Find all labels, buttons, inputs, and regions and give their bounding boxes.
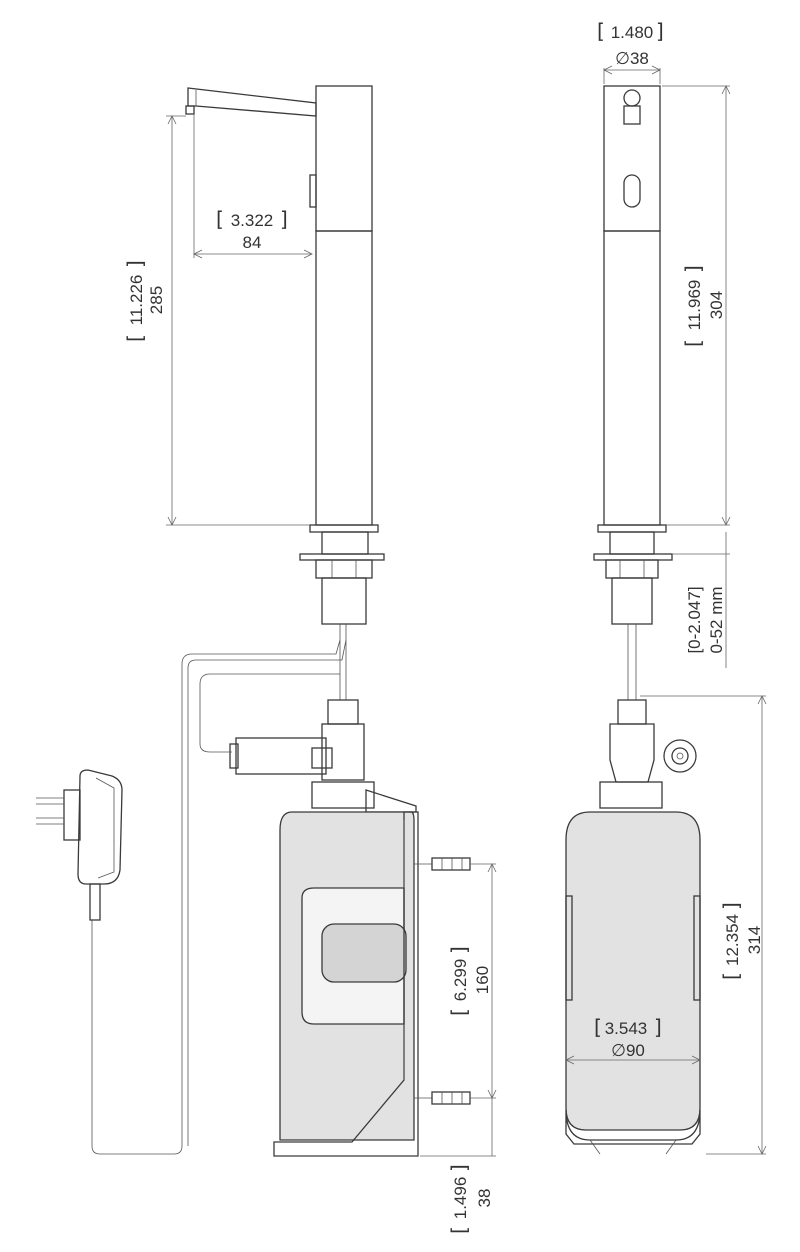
label-deck-range-mm: 0-52 mm [707,586,726,653]
label-tank-diameter-in: 3.543 [605,1019,648,1038]
dimension-labels: [ 1.480 ] ∅38 [ 3.322 ] 84 [ 11.226 ] 28… [123,19,764,1234]
label-tank-diameter-mm: ∅90 [611,1041,645,1060]
svg-text:[: [ [447,1008,471,1016]
label-tank-height-in: 12.354 [723,914,742,966]
svg-text:[: [ [216,207,224,231]
svg-text:[: [ [123,334,147,342]
faucet-front-view [565,85,701,1155]
label-side-height-mm: 304 [707,291,726,319]
label-port-spacing-mm: 160 [473,966,492,994]
svg-text:]: ] [123,260,147,268]
label-deck-range-in: [0-2.047] [685,586,704,653]
svg-text:]: ] [447,1164,471,1172]
svg-text:]: ] [656,19,664,43]
label-base-height-in: 1.496 [451,1177,470,1220]
svg-text:]: ] [654,1015,662,1039]
svg-text:]: ] [447,946,471,954]
dimension-lines [166,65,767,1157]
svg-text:]: ] [719,902,743,910]
power-adapter [36,769,123,921]
label-port-spacing-in: 6.299 [451,959,470,1002]
faucet-side-view [91,85,471,1157]
svg-text:[: [ [447,1226,471,1234]
label-spout-diameter-mm: ∅38 [615,49,649,68]
label-tank-height-mm: 314 [745,926,764,954]
label-spout-reach-in: 3.322 [231,211,274,230]
label-faucet-height-in: 11.226 [127,275,146,326]
svg-text:[: [ [594,1015,602,1039]
label-base-height-mm: 38 [475,1189,494,1208]
svg-text:]: ] [681,265,705,273]
svg-text:[: [ [681,339,705,347]
label-spout-reach-mm: 84 [243,233,262,252]
svg-text:[: [ [597,19,605,43]
label-faucet-height-mm: 285 [147,286,166,314]
svg-text:[: [ [719,972,743,980]
label-side-height-in: 11.969 [685,280,704,331]
label-spout-diameter-in: 1.480 [611,23,654,42]
svg-text:]: ] [280,207,288,231]
